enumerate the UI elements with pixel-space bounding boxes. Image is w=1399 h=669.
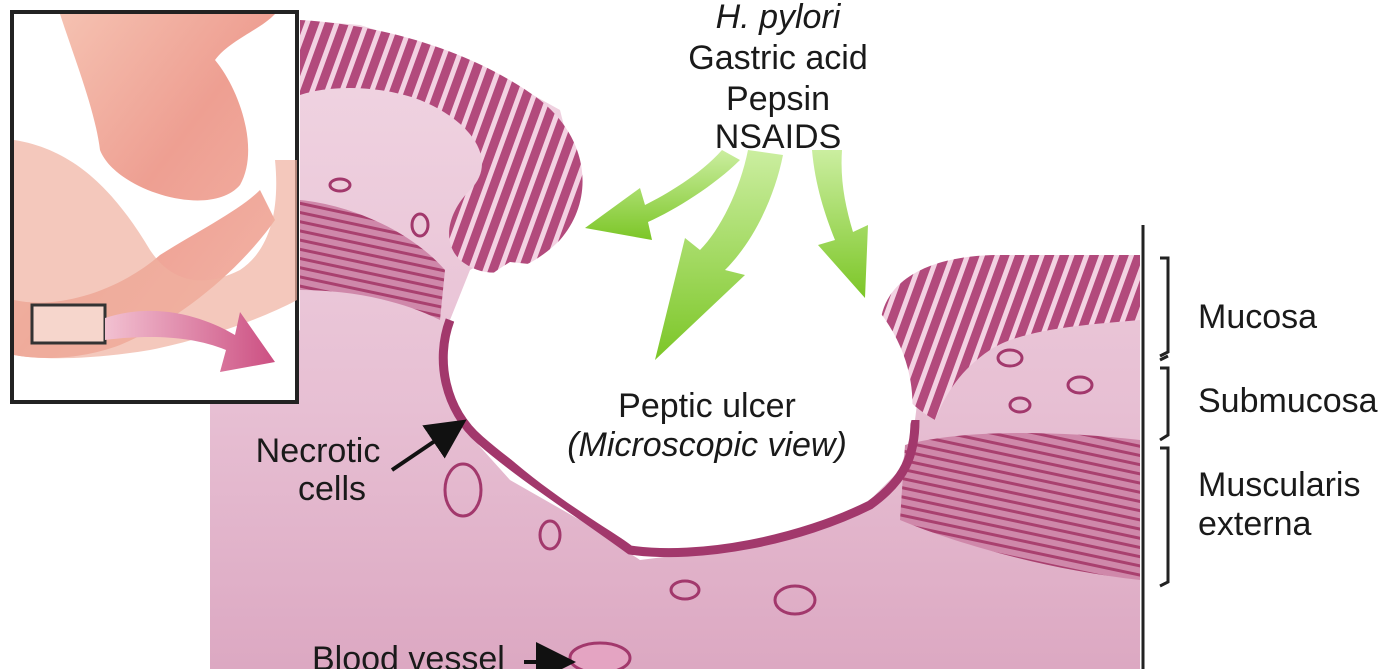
- green-arrow-right-icon: [812, 150, 868, 298]
- ulcer-title: Peptic ulcer: [618, 387, 796, 425]
- necrotic-label-line2: cells: [298, 470, 366, 508]
- necrotic-label-line1: Necrotic: [256, 432, 381, 470]
- layer-label-submucosa: Submucosa: [1198, 382, 1378, 420]
- blood-vessel-highlight: [570, 643, 630, 669]
- blood-vessel-label: Blood vessel: [312, 640, 505, 669]
- green-arrow-left-icon: [585, 150, 740, 240]
- layer-brackets: [1143, 225, 1168, 669]
- cause-gastric-acid: Gastric acid: [688, 39, 868, 77]
- layer-label-muscularis-line1: Muscularis: [1198, 466, 1360, 504]
- cause-h-pylori: H. pylori: [716, 0, 842, 36]
- layer-label-mucosa: Mucosa: [1198, 298, 1317, 336]
- ulcer-subtitle: (Microscopic view): [567, 426, 847, 464]
- causes-list: H. pylori Gastric acid Pepsin NSAIDS: [688, 0, 868, 156]
- cause-pepsin: Pepsin: [726, 80, 830, 118]
- cause-nsaids: NSAIDS: [715, 118, 842, 156]
- layer-label-muscularis-line2: externa: [1198, 505, 1311, 543]
- inset-highlight-box: [32, 305, 105, 343]
